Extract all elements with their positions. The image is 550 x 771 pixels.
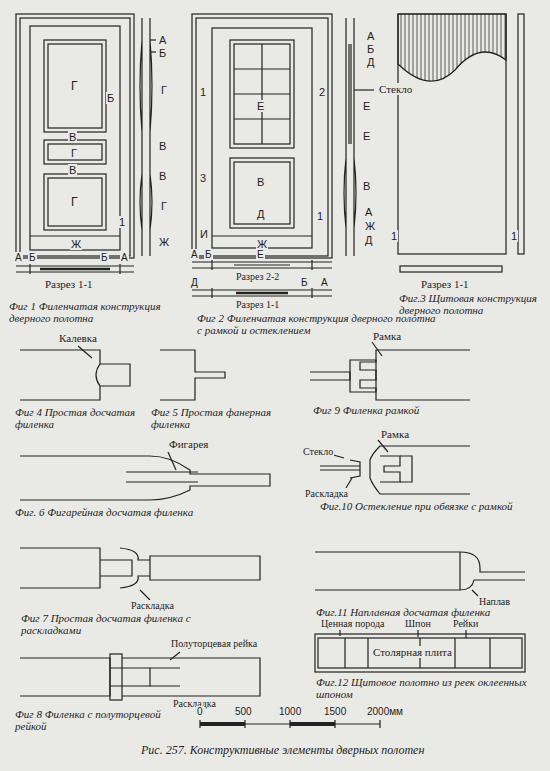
part-label: Полуторцевая рейка [170,638,258,649]
part-letter: В [68,164,77,176]
part-letter: В [158,170,167,182]
figure-caption: Фиг 4 Простая досчатая филенка [14,406,146,430]
part-letter: 3 [199,172,207,184]
part-letter: В [362,180,371,192]
part-label: Раскладка [304,488,349,499]
scale-number: 1500 [323,706,347,717]
part-letter: Б [106,92,115,104]
part-letter: А [366,30,375,42]
part-letter: 1 [199,86,207,98]
part-label: Ценная порода [320,618,386,629]
figure-caption: Фиг 8 Филенка с полуторцевой рейкой [14,708,176,732]
part-letter: Е [362,100,371,112]
part-letter: Д [190,277,199,288]
part-letter: Б [158,47,167,59]
part-label: Фигарея [168,438,209,450]
part-letter: Ж [364,220,376,232]
part-letter: 1 [510,230,518,242]
figure-caption: Фиг.3 Щитовая конструкция дверного полот… [398,292,545,316]
part-label: Разрез 1-1 [235,299,280,310]
figure-caption: Фиг 5 Простая фанерная филенка [150,406,282,430]
figure-caption: Фиг 7 Простая досчатая филенка с расклад… [20,612,222,636]
figure-caption: Фиг. 6 Фигарейная досчатая филенка [14,506,296,518]
part-label: Раскладка [130,600,175,611]
figure-caption: Фиг.10 Остекление при обвязке с рамкой [319,500,546,512]
part-label: Стекло [378,83,413,95]
part-label: Рейки [452,618,479,629]
scale-number: 1000 [278,706,302,717]
part-letter: 2 [318,86,326,98]
part-letter: Б [100,252,109,263]
part-letter: Г [70,80,79,93]
part-letter: 1 [390,230,398,242]
figure-caption: Фиг.11 Наплавная досчатая филенка [315,606,542,618]
part-letter: Г [70,196,79,209]
part-letter: Д [256,208,265,220]
part-letter: 1 [316,210,324,222]
part-label: Шпон [404,618,432,629]
part-letter: Б [28,252,37,263]
scale-number: 500 [234,706,253,717]
scale-number: 2000мм [366,706,404,717]
drawing-caption: Рис. 257. Конструктивные элементы дверны… [140,744,425,757]
part-letter: Д [366,56,375,68]
part-letter: Ж [70,238,82,250]
part-label: Стекло [302,446,334,457]
part-label: Рамка [372,330,402,342]
part-letter: А [320,277,329,288]
part-letter: В [158,140,167,152]
part-letter: Б [300,277,309,288]
part-label: Калевка [58,332,98,344]
part-letter: Е [256,100,265,112]
part-label: Столярная плита [372,646,453,658]
part-label: Раскладка [172,698,217,709]
part-letter: А [14,252,23,263]
part-letter: И [199,228,209,240]
part-letter: 1 [118,216,126,228]
part-label: Разрез 1-1 [420,278,470,290]
part-letter: Е [362,130,371,142]
part-label: Разрез 1-1 [44,278,94,290]
figure-caption: Фиг 9 Филенка рамкой [312,404,534,416]
part-letter: Ж [158,236,170,248]
part-letter: А [158,34,167,46]
part-letter: В [68,131,77,143]
part-letter: А [364,206,373,218]
figure-caption: Фиг.12 Щитовое полотно из реек оклеенных… [315,676,532,700]
part-letter: Д [364,234,373,246]
part-letter: Г [70,147,78,159]
part-label: Рамка [380,428,410,440]
part-letter: А [190,249,199,260]
scale-number: 0 [196,706,204,717]
part-letter: Г [160,84,168,96]
part-label: Разрез 2-2 [235,271,280,282]
part-letter: Б [204,249,213,260]
part-letter: В [256,176,265,188]
part-letter: Е [256,249,265,260]
part-letter: Г [160,200,168,212]
figure-caption: Фиг 1 Филенчатая конструкция дверного по… [8,300,185,324]
part-letter: Б [366,43,375,55]
part-letter: А [120,252,129,263]
part-label: Наплав [478,596,511,607]
